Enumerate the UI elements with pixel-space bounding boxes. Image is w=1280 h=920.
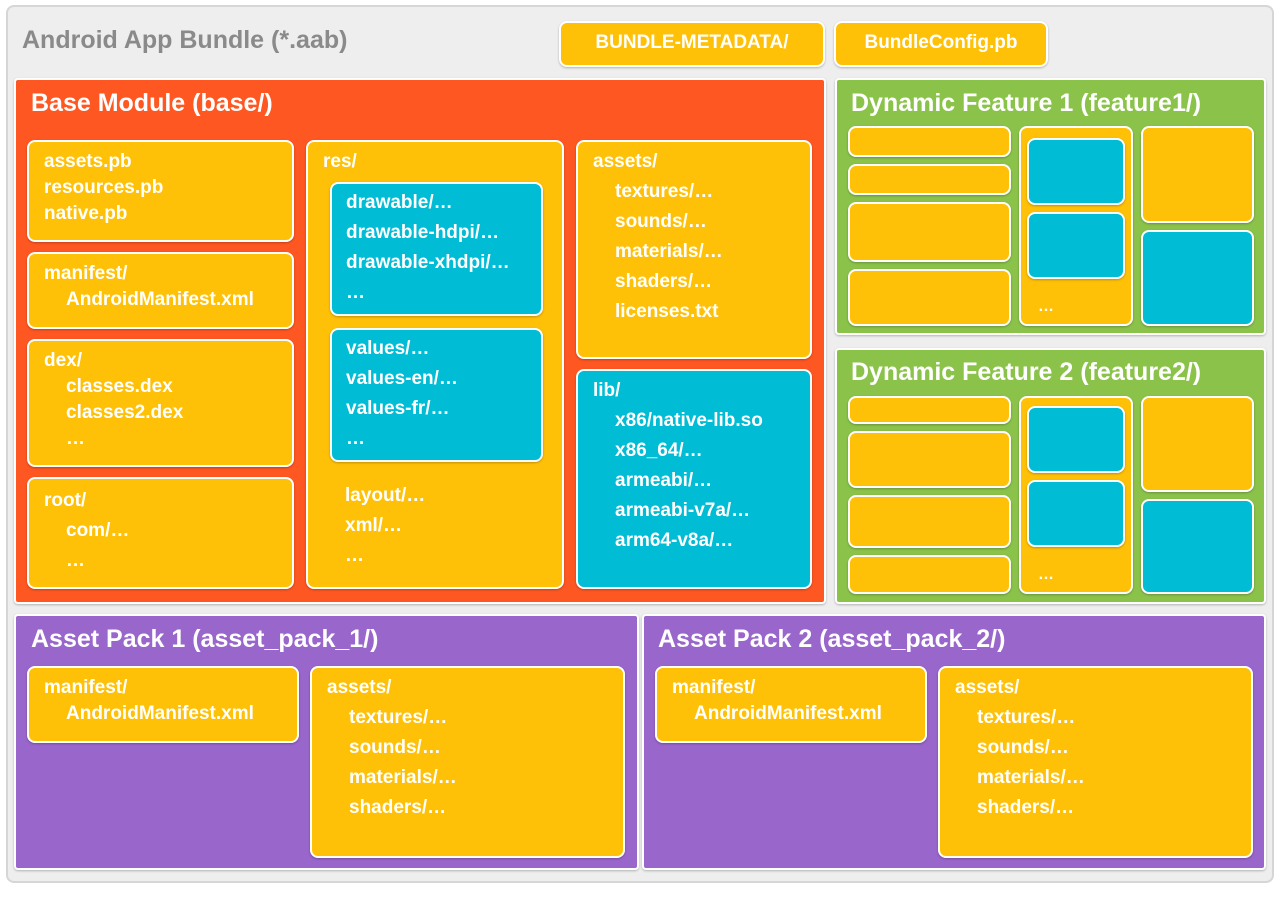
folder-label: sounds/… xyxy=(615,211,707,232)
feature1-folder xyxy=(848,269,1011,326)
file-label: com/… xyxy=(66,520,130,541)
feature2-file xyxy=(848,555,1011,594)
feature2-lib-folder xyxy=(1141,499,1254,594)
folder-label: sounds/… xyxy=(977,737,1069,758)
pb-file: native.pb xyxy=(44,203,128,224)
folder-label: x86_64/… xyxy=(615,440,703,461)
folder-label: shaders/… xyxy=(977,797,1075,818)
file-label: AndroidManifest.xml xyxy=(694,703,882,724)
folder-label: assets/ xyxy=(955,677,1020,698)
dynamic-feature-2-title: Dynamic Feature 2 (feature2/) xyxy=(851,358,1202,386)
asset-pack-1-manifest-folder: manifest/ AndroidManifest.xml xyxy=(27,666,299,743)
values-folders: values/… values-en/… values-fr/… … xyxy=(330,328,543,462)
folder-label: materials/… xyxy=(349,767,457,788)
file-label: licenses.txt xyxy=(615,301,719,322)
feature1-file xyxy=(848,164,1011,195)
feature1-assets-folder xyxy=(1141,126,1254,223)
feature2-subfolder xyxy=(1027,406,1125,473)
dex-folder: dex/ classes.dex classes2.dex … xyxy=(27,339,294,467)
ellipsis: … xyxy=(345,545,364,566)
bundle-metadata-chip: BUNDLE-METADATA/ xyxy=(559,21,825,67)
folder-label: sounds/… xyxy=(349,737,441,758)
folder-label: shaders/… xyxy=(615,271,713,292)
dynamic-feature-1-title: Dynamic Feature 1 (feature1/) xyxy=(851,89,1202,117)
folder-label: dex/ xyxy=(44,350,83,371)
folder-label: assets/ xyxy=(327,677,392,698)
asset-pack-2-title: Asset Pack 2 (asset_pack_2/) xyxy=(658,625,1006,653)
asset-pack-1-assets-folder: assets/ textures/… sounds/… materials/… … xyxy=(310,666,625,858)
feature2-assets-folder xyxy=(1141,396,1254,492)
folder-label: armeabi-v7a/… xyxy=(615,500,751,521)
feature2-res-folder: … xyxy=(1019,396,1133,594)
feature1-folder xyxy=(848,202,1011,262)
file-label: x86/native-lib.so xyxy=(615,410,763,431)
folder-label: textures/… xyxy=(349,707,448,728)
folder-label: materials/… xyxy=(977,767,1085,788)
assets-folder: assets/ textures/… sounds/… materials/… … xyxy=(576,140,812,359)
bundle-config-chip: BundleConfig.pb xyxy=(834,21,1048,67)
folder-label: xml/… xyxy=(345,515,403,536)
ellipsis: … xyxy=(346,428,365,449)
folder-label: drawable-xhdpi/… xyxy=(346,252,510,273)
file-label: AndroidManifest.xml xyxy=(66,289,254,310)
feature1-res-folder: … xyxy=(1019,126,1133,326)
ellipsis: … xyxy=(1038,566,1054,583)
asset-pack-2-assets-folder: assets/ textures/… sounds/… materials/… … xyxy=(938,666,1253,858)
manifest-folder: manifest/ AndroidManifest.xml xyxy=(27,252,294,329)
folder-label: layout/… xyxy=(345,485,426,506)
folder-label: values-en/… xyxy=(346,368,458,389)
feature1-lib-folder xyxy=(1141,230,1254,326)
ellipsis: … xyxy=(346,282,365,303)
folder-label: textures/… xyxy=(977,707,1076,728)
drawable-folders: drawable/… drawable-hdpi/… drawable-xhdp… xyxy=(330,182,543,316)
folder-label: armeabi/… xyxy=(615,470,713,491)
feature2-subfolder xyxy=(1027,480,1125,547)
asset-pack-2-manifest-folder: manifest/ AndroidManifest.xml xyxy=(655,666,927,743)
ellipsis: … xyxy=(1038,298,1054,315)
feature1-file xyxy=(848,126,1011,157)
feature1-subfolder xyxy=(1027,138,1125,205)
base-module-title: Base Module (base/) xyxy=(31,89,273,117)
folder-label: arm64-v8a/… xyxy=(615,530,734,551)
folder-label: manifest/ xyxy=(44,263,128,284)
feature1-subfolder xyxy=(1027,212,1125,279)
asset-pack-1-title: Asset Pack 1 (asset_pack_1/) xyxy=(31,625,379,653)
file-label: classes.dex xyxy=(66,376,173,397)
res-folder: res/ drawable/… drawable-hdpi/… drawable… xyxy=(306,140,564,589)
feature2-folder xyxy=(848,431,1011,488)
bundle-title: Android App Bundle (*.aab) xyxy=(22,26,348,54)
ellipsis: … xyxy=(66,550,85,571)
feature2-file xyxy=(848,396,1011,424)
folder-label: lib/ xyxy=(593,380,621,401)
folder-label: textures/… xyxy=(615,181,714,202)
folder-label: drawable-hdpi/… xyxy=(346,222,500,243)
folder-label: values-fr/… xyxy=(346,398,450,419)
pb-files-box: assets.pb resources.pb native.pb xyxy=(27,140,294,242)
root-folder: root/ com/… … xyxy=(27,477,294,589)
folder-label: manifest/ xyxy=(44,677,128,698)
folder-label: root/ xyxy=(44,490,87,511)
folder-label: res/ xyxy=(323,151,357,172)
feature2-folder xyxy=(848,495,1011,548)
file-label: AndroidManifest.xml xyxy=(66,703,254,724)
folder-label: manifest/ xyxy=(672,677,756,698)
folder-label: shaders/… xyxy=(349,797,447,818)
pb-file: assets.pb xyxy=(44,151,132,172)
lib-folder: lib/ x86/native-lib.so x86_64/… armeabi/… xyxy=(576,369,812,589)
pb-file: resources.pb xyxy=(44,177,164,198)
folder-label: values/… xyxy=(346,338,430,359)
ellipsis: … xyxy=(66,428,85,449)
file-label: classes2.dex xyxy=(66,402,184,423)
folder-label: assets/ xyxy=(593,151,658,172)
folder-label: drawable/… xyxy=(346,192,453,213)
folder-label: materials/… xyxy=(615,241,723,262)
